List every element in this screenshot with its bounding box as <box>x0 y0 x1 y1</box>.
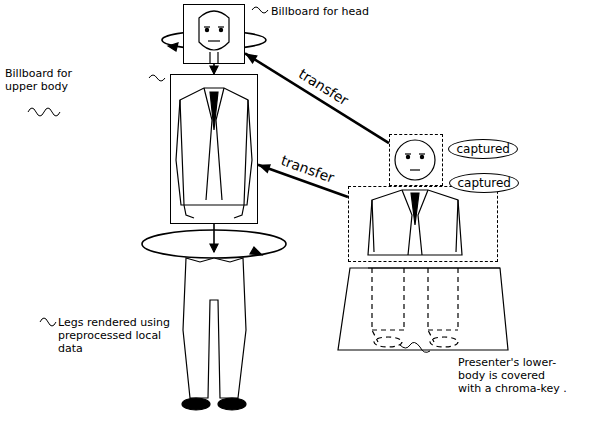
head-billboard-face <box>205 28 208 31</box>
rotation-axis <box>210 66 218 74</box>
presenter-figure <box>405 153 411 154</box>
presenter-figure <box>372 200 458 252</box>
leader-squiggle <box>252 7 268 13</box>
chroma-key-cover <box>338 268 508 350</box>
presenter-figure <box>402 190 428 255</box>
local-legs <box>183 258 246 398</box>
captured-upper-body-region: captured <box>348 186 498 262</box>
head-billboard-face <box>199 11 229 50</box>
chroma-key-cover <box>372 268 458 342</box>
local-legs <box>182 398 210 410</box>
leader-squiggle <box>149 75 165 81</box>
upper-body-suit <box>171 75 257 223</box>
head-billboard-face <box>217 52 218 63</box>
head-billboard: Billboard for head <box>183 4 245 64</box>
upper-body-suit <box>176 88 252 205</box>
head-billboard-face <box>184 5 244 63</box>
rotation-ring <box>142 230 286 258</box>
head-billboard-face <box>219 28 222 31</box>
chroma-key-cover <box>368 267 500 268</box>
transfer-arrow <box>245 53 389 143</box>
upper-body-suit <box>184 205 244 218</box>
chroma-key-cover <box>430 337 458 347</box>
chroma-key-note: Presenter's lower-body is covered with a… <box>458 356 568 395</box>
upper-body-suit <box>171 75 257 223</box>
head-billboard-face <box>218 26 224 27</box>
head-billboard-face <box>204 26 210 27</box>
head-billboard-face <box>208 40 220 41</box>
presenter-figure <box>411 193 419 225</box>
captured-tag: captured <box>449 173 519 193</box>
legs-note: Legs rendered using preprocessed local d… <box>58 316 170 355</box>
rotation-axis <box>210 244 218 252</box>
presenter-figure <box>368 190 462 255</box>
presenter-figure <box>395 140 435 180</box>
arrowhead <box>258 164 271 173</box>
head-billboard-face <box>209 52 210 63</box>
chroma-key-cover <box>374 337 402 347</box>
upper-body-suit <box>180 100 248 205</box>
edge-label: transfer <box>277 151 338 186</box>
upper-body-billboard: Billboard for upper body <box>170 74 258 224</box>
billboard-label: Billboard for upper body <box>5 67 105 93</box>
leader-squiggle <box>400 342 430 352</box>
rotation-ring <box>250 247 262 255</box>
captured-tag: captured <box>448 139 518 159</box>
local-legs <box>182 258 246 410</box>
presenter-figure <box>368 140 462 255</box>
presenter-figure <box>420 155 423 158</box>
upper-body-suit <box>210 92 218 130</box>
presenter-figure <box>419 153 425 154</box>
leader-squiggle <box>28 7 430 352</box>
arrowhead <box>245 53 258 64</box>
leader-squiggle <box>40 318 56 326</box>
rotation-ring <box>168 43 178 51</box>
chroma-key-cover <box>372 268 458 347</box>
chroma-key-cover <box>372 329 458 330</box>
head-billboard-face <box>184 5 244 63</box>
leader-squiggle <box>28 108 60 116</box>
chroma-key-cover <box>338 268 508 350</box>
captured-head-region: captured <box>389 134 443 186</box>
local-legs <box>218 398 246 410</box>
presenter-figure <box>410 169 420 170</box>
billboard-label: Billboard for head <box>271 5 391 18</box>
presenter-figure <box>406 155 409 158</box>
